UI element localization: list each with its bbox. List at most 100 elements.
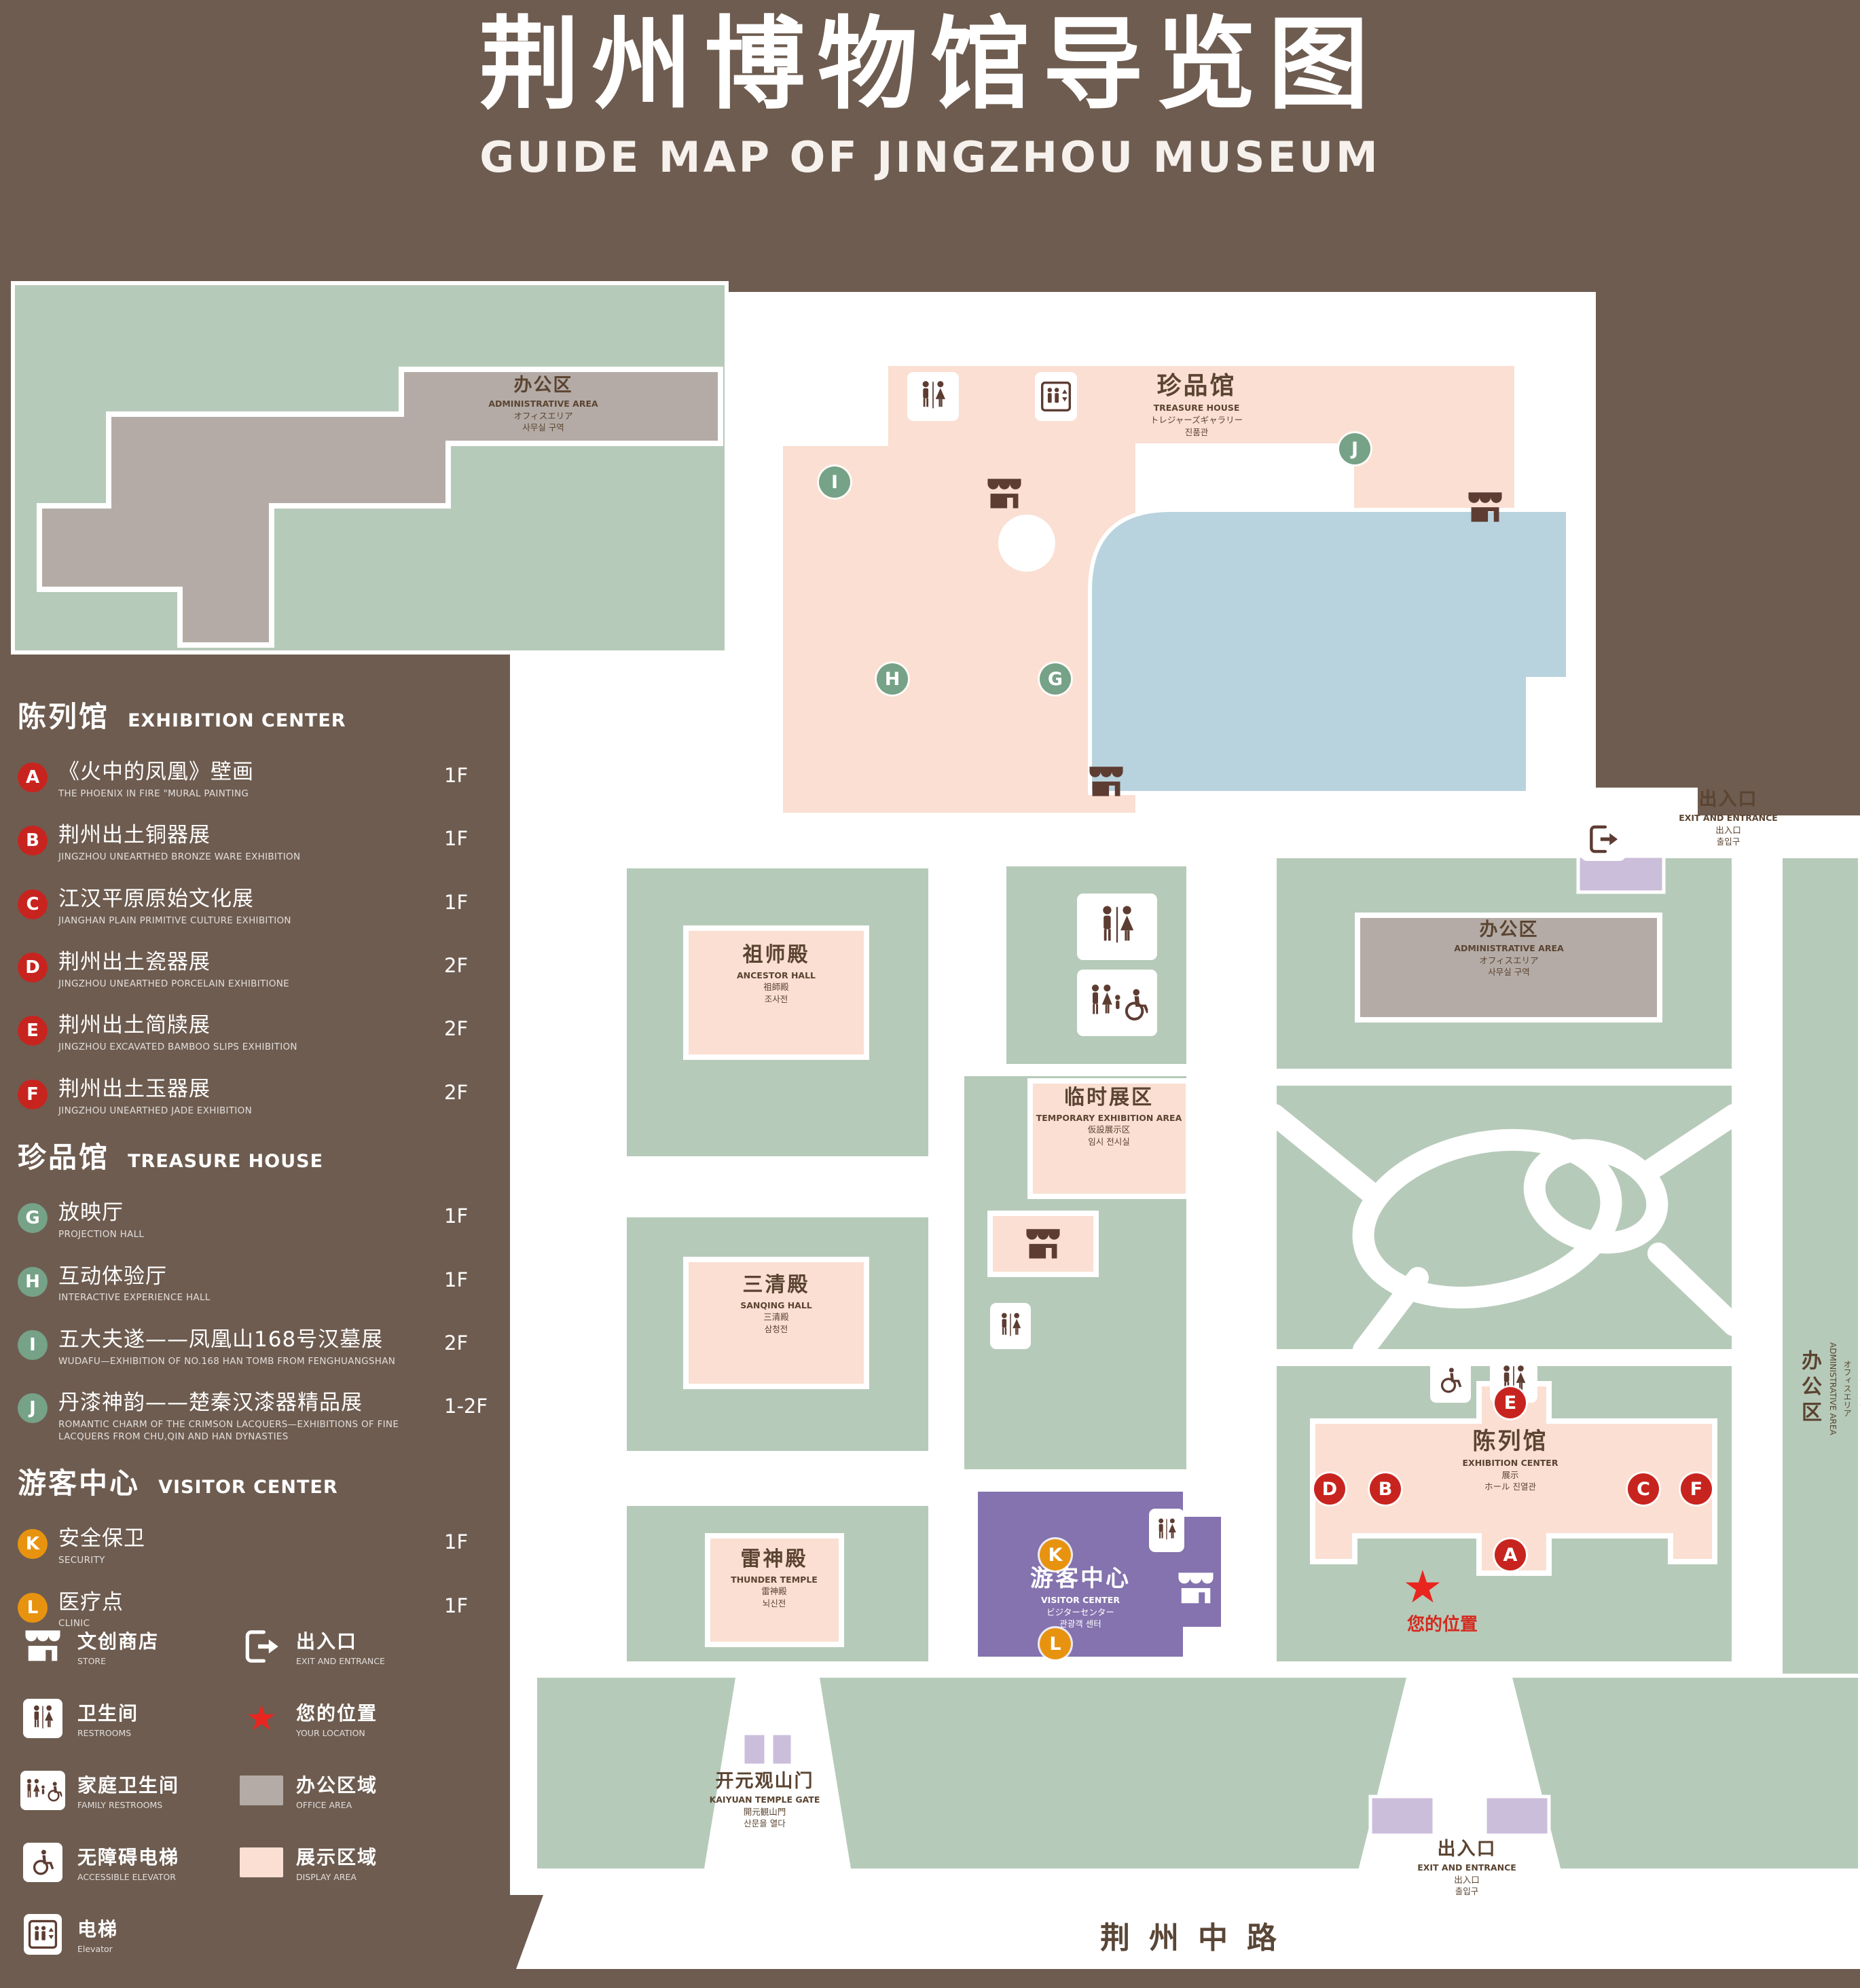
item-name-zh: 江汉平原原始文化展 [58,886,254,911]
section-title-zh: 陈列馆 [18,700,110,733]
restroom-icon [990,1303,1031,1349]
treasure-house-building [778,361,1520,818]
thunder-temple-label: 雷神殿 THUNDER TEMPLE 雷神殿 뇌신전 [731,1547,818,1608]
map-marker-h: H [877,663,908,695]
legend-item-f: F 荆州出土玉器展 JINGZHOU UNEARTHED JADE EXHIBIT… [18,1077,503,1117]
page-title-zh: 荆州博物馆导览图 [479,6,1381,123]
map-marker-b: B [1370,1473,1401,1505]
item-name-zh: 荆州出土瓷器展 [58,950,211,975]
visitor-center-label: 游客中心 VISITOR CENTER ビジターセンター 관광객 센터 [1030,1565,1131,1630]
map-marker-l: L [1040,1628,1071,1659]
store-icon [1087,765,1125,802]
item-name-en: INTERACTIVE EXPERIENCE HALL [58,1292,211,1304]
item-name-zh: 五大夫遂——凤凰山168号汉墓展 [58,1327,384,1352]
page-title: 荆州博物馆导览图 GUIDE MAP OF JINGZHOU MUSEUM [183,10,1677,182]
marker-badge-l: L [18,1592,48,1623]
map-marker-d: D [1314,1473,1345,1505]
map-marker-j: J [1339,433,1370,464]
section-title-en: VISITOR CENTER [158,1477,338,1498]
section-title-en: EXHIBITION CENTER [128,710,346,731]
office-area-swatch [236,1775,287,1805]
family-restroom-icon [1077,970,1157,1036]
item-floor: 1F [444,890,469,914]
restroom-icon [1149,1509,1184,1552]
pond [1088,508,1570,795]
item-floor: 1-2F [444,1395,488,1418]
admin-building-east [1355,913,1662,1023]
store-icon [18,1629,68,1664]
exit-icon [1581,817,1626,861]
section-title-zh: 珍品馆 [18,1141,110,1175]
display-area-swatch [236,1847,287,1877]
admin-area-strip-label: 办公区 ADMINISTRATIVE AREA オフィスエリア 사무실 구역 [1798,1342,1860,1435]
sanqing-hall-label: 三清殿 SANQING HALL 三清殿 삼청전 [740,1273,812,1334]
store-icon [1024,1228,1062,1264]
item-name-zh: 放映厅 [58,1200,124,1226]
item-name-zh: 互动体验厅 [58,1264,167,1289]
marker-badge-j: J [18,1393,48,1424]
item-name-en: JINGZHOU UNEARTHED JADE EXHIBITION [58,1105,252,1116]
legend-section-header: 珍品馆 TREASURE HOUSE [18,1140,503,1181]
store-icon [1176,1571,1216,1609]
exit-icon [236,1628,287,1665]
restroom-icon [907,372,959,421]
sanqing-hall-building [683,1257,869,1389]
legend-section-header: 陈列馆 EXHIBITION CENTER [18,699,503,741]
item-name-en: SECURITY [58,1554,105,1566]
map-marker-a: A [1495,1539,1526,1570]
road-label: 荆州中路 [1100,1921,1296,1955]
your-location-icon: ★ [1402,1561,1443,1613]
item-name-zh: 安全保卫 [58,1526,145,1551]
legend-section-header: 游客中心 VISITOR CENTER [18,1466,503,1507]
gate-pillar-left [741,1731,768,1767]
ancestor-hall-label: 祖师殿 ANCESTOR HALL 祖師殿 조사전 [736,943,816,1004]
temporary-exhibition-building [1027,1078,1191,1199]
item-floor: 1F [444,1204,469,1228]
thunder-temple-building [705,1533,844,1647]
restroom-icon [18,1699,68,1738]
your-location-icon: ★ [245,1698,278,1739]
map-marker-c: C [1628,1473,1659,1505]
marker-badge-e: E [18,1016,48,1046]
item-name-zh: 荆州出土简牍展 [58,1013,211,1038]
marker-badge-f: F [18,1079,48,1109]
your-location-label: 您的位置 [1406,1615,1478,1635]
garden-paths [1264,1104,1745,1361]
accessible-elevator-icon [1430,1358,1471,1403]
item-floor: 1F [444,1594,469,1617]
exit-south-label: 出入口 EXIT AND ENTRANCE 出入口 출입구 [1417,1839,1516,1897]
marker-badge-c: C [18,889,48,919]
admin-area-northwest-label: 办公区 ADMINISTRATIVE AREA オフィスエリア 사무실 구역 [488,375,598,433]
item-floor: 2F [444,954,469,978]
item-floor: 1F [444,1268,469,1291]
exit-east-label: 出入口 EXIT AND ENTRANCE 出入口 출입구 [1679,789,1778,847]
courtyard-notch [998,515,1055,572]
item-floor: 1F [444,1530,469,1554]
exhibition-center-label: 陈列馆 EXHIBITION CENTER 展示 ホール 진열관 [1462,1428,1558,1492]
admin-building-northwest [37,367,723,648]
store-building [987,1211,1099,1277]
item-floor: 2F [444,1331,469,1355]
item-floor: 1F [444,764,469,787]
item-floor: 2F [444,1017,469,1041]
item-name-zh: 荆州出土玉器展 [58,1076,211,1101]
road-area [516,1895,1860,1969]
map-marker-i: I [819,466,850,498]
item-floor: 1F [444,827,469,851]
marker-badge-h: H [18,1266,48,1297]
item-name-en: JINGZHOU UNEARTHED PORCELAIN EXHIBITIONE [58,978,289,989]
